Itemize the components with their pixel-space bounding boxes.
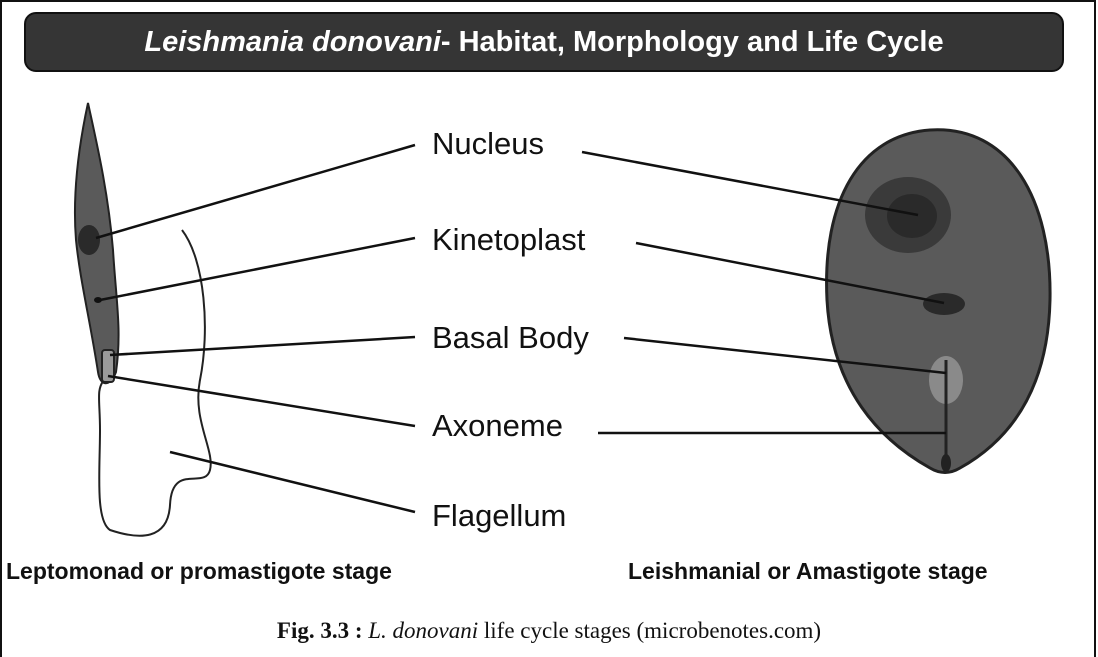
amastigote-kinetoplast (923, 293, 965, 315)
label-flagellum: Flagellum (432, 500, 566, 531)
leader-basal-left (110, 337, 415, 355)
amastigote-nucleus-inner (887, 194, 937, 238)
amastigote-flagellum-base (941, 454, 951, 472)
promastigote-nucleus (78, 225, 100, 255)
label-basal-body: Basal Body (432, 322, 589, 353)
stage-left-label: Leptomonad or promastigote stage (6, 560, 392, 583)
stage-right-label: Leishmanial or Amastigote stage (628, 560, 988, 583)
label-nucleus: Nucleus (432, 128, 544, 159)
leader-flagellum-left (170, 452, 415, 512)
caption-text: life cycle stages (microbenotes.com) (484, 618, 821, 643)
caption-fig-number: Fig. 3.3 : (277, 618, 363, 643)
figure-caption: Fig. 3.3 : L. donovani life cycle stages… (0, 618, 1098, 644)
promastigote-cell (75, 103, 211, 536)
label-axoneme: Axoneme (432, 410, 563, 441)
leader-axoneme-left (108, 376, 415, 426)
caption-species: L. donovani (368, 618, 478, 643)
leader-nucleus-left (96, 145, 415, 238)
label-kinetoplast: Kinetoplast (432, 224, 585, 255)
leader-kinetoplast-left (100, 238, 415, 300)
